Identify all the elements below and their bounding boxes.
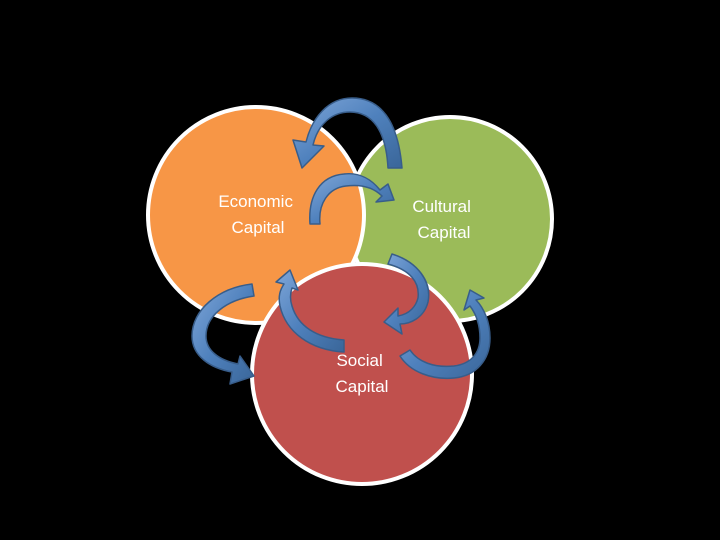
curved-arrow-social-to-economic-icon: [275, 269, 345, 353]
curved-arrow-social-to-cultural-icon: [399, 289, 491, 380]
curved-arrow-cultural-to-economic-icon: [292, 97, 403, 169]
curved-arrow-economic-to-cultural-icon: [309, 172, 395, 225]
cultural-capital-label: Cultural Capital: [412, 197, 475, 242]
social-capital-label: Social Capital: [336, 351, 389, 396]
curved-arrow-cultural-to-social-icon: [383, 253, 430, 335]
economic-capital-label: Economic Capital: [218, 192, 297, 237]
curved-arrow-economic-to-social-icon: [191, 283, 255, 385]
